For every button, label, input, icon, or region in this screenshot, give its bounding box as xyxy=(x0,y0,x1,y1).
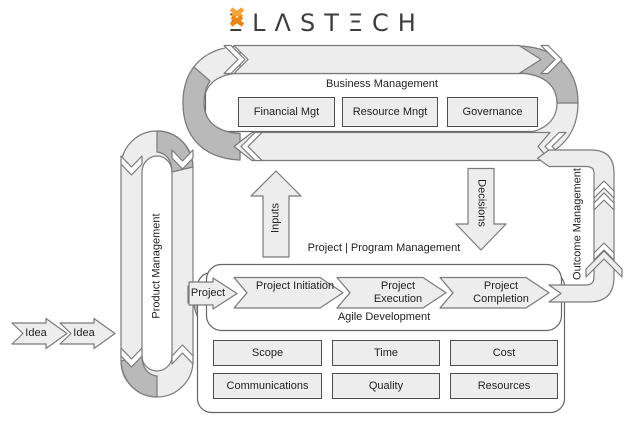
chevron-gap xyxy=(120,347,143,368)
chevron-gap xyxy=(540,44,563,75)
cost-box: Cost xyxy=(450,340,558,366)
chevron-gap xyxy=(240,131,263,162)
time-box: Time xyxy=(332,340,440,366)
communications-box: Communications xyxy=(213,373,322,399)
inputs-label: Inputs xyxy=(269,203,282,233)
chevron-gap xyxy=(120,155,143,176)
resource-mngt-box: Resource Mngt xyxy=(342,97,438,127)
project-completion-arrow xyxy=(439,276,550,309)
scope-box: Scope xyxy=(213,340,322,366)
quality-box: Quality xyxy=(332,373,440,399)
idea-arrow-2 xyxy=(59,317,116,350)
financial-mgt-box: Financial Mgt xyxy=(238,97,335,127)
project-completion-label: Project Completion xyxy=(473,280,529,305)
inputs-arrow xyxy=(250,170,302,258)
project-execution-label: Project Execution xyxy=(373,280,423,305)
project-entry-arrow xyxy=(188,277,238,310)
chevron-gap xyxy=(171,149,194,170)
project-initiation-label: Project Initiation xyxy=(255,280,335,292)
resources-box: Resources xyxy=(450,373,558,399)
outcome-management-label: Outcome Management xyxy=(571,168,584,280)
product-loop-top-shade xyxy=(156,130,194,173)
product-management-label: Product Management xyxy=(150,213,163,319)
elastech-logo: ΞLΛSTΞCH xyxy=(228,6,484,40)
chevron-gap xyxy=(171,344,194,365)
idea-label-1: Idea xyxy=(25,327,47,339)
project-entry-label: Project xyxy=(190,287,226,299)
decisions-label: Decisions xyxy=(475,179,488,227)
idea-label-2: Idea xyxy=(73,327,95,339)
chevron-gap xyxy=(593,192,615,211)
governance-box: Governance xyxy=(447,97,538,127)
project-initiation-arrow xyxy=(233,276,344,309)
chevron-gap xyxy=(223,44,246,75)
business-management-title: Business Management xyxy=(326,78,438,90)
decisions-arrow xyxy=(455,167,507,251)
logo-wordmark: ΞLΛSTΞCH xyxy=(228,9,425,37)
chevron-gap xyxy=(593,180,615,199)
business-loop-left-curve-shade xyxy=(182,66,241,161)
business-loop-bottom-band xyxy=(233,131,551,162)
project-program-title: Project | Program Management xyxy=(307,242,461,254)
idea-arrow-1 xyxy=(11,317,68,350)
agile-development-label: Agile Development xyxy=(337,311,431,323)
logo-right-chevron-icon xyxy=(229,7,244,27)
business-loop-top-band xyxy=(233,44,542,75)
project-execution-arrow xyxy=(336,276,447,309)
chevron-gap xyxy=(593,242,615,261)
outcome-up-arrowhead xyxy=(585,250,623,278)
